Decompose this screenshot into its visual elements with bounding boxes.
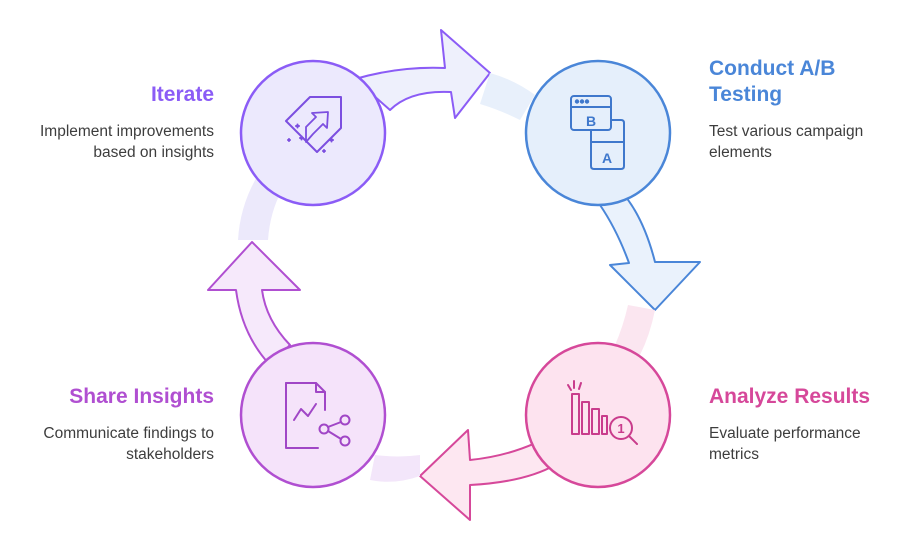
- arrow-testing-to-analyze: [599, 189, 701, 311]
- arrow-analyze-to-share: [419, 429, 561, 521]
- analyze-description-line2: metrics: [709, 446, 759, 463]
- bar-chart-magnifier-icon: [567, 380, 638, 445]
- band-top-right: [480, 73, 535, 120]
- share-title: Share Insights: [69, 385, 214, 408]
- ab-test-windows-icon: [570, 95, 625, 170]
- node-ab-testing: [524, 59, 672, 207]
- iterate-description-line2: based on insights: [93, 144, 214, 161]
- band-bottom-left: [370, 455, 420, 482]
- iterate-title: Iterate: [150, 83, 214, 106]
- share-description-line1: Communicate findings to: [43, 425, 214, 442]
- sparkle-arrow-icon: [285, 96, 342, 153]
- arrow-share-to-iterate: [207, 241, 301, 366]
- band-right-bottom: [615, 305, 655, 355]
- analyze-icon-badge: 1: [617, 421, 624, 436]
- iterate-description-line1: Implement improvements: [39, 123, 214, 140]
- ab-testing-description-line1: Test various campaign: [709, 123, 864, 140]
- ab-testing-title-line1: Conduct A/B: [709, 57, 836, 80]
- analyze-description-line1: Evaluate performance: [709, 425, 861, 442]
- analyze-title: Analyze Results: [709, 385, 871, 408]
- ab-testing-title-line2: Testing: [709, 83, 783, 106]
- ab-icon-letter-a: A: [602, 150, 612, 166]
- ab-testing-description-line2: elements: [709, 144, 772, 161]
- share-description-line2: stakeholders: [126, 446, 214, 463]
- node-share: [239, 341, 387, 489]
- ab-icon-letter-b: B: [586, 113, 596, 129]
- chart-document-share-icon: [285, 382, 351, 449]
